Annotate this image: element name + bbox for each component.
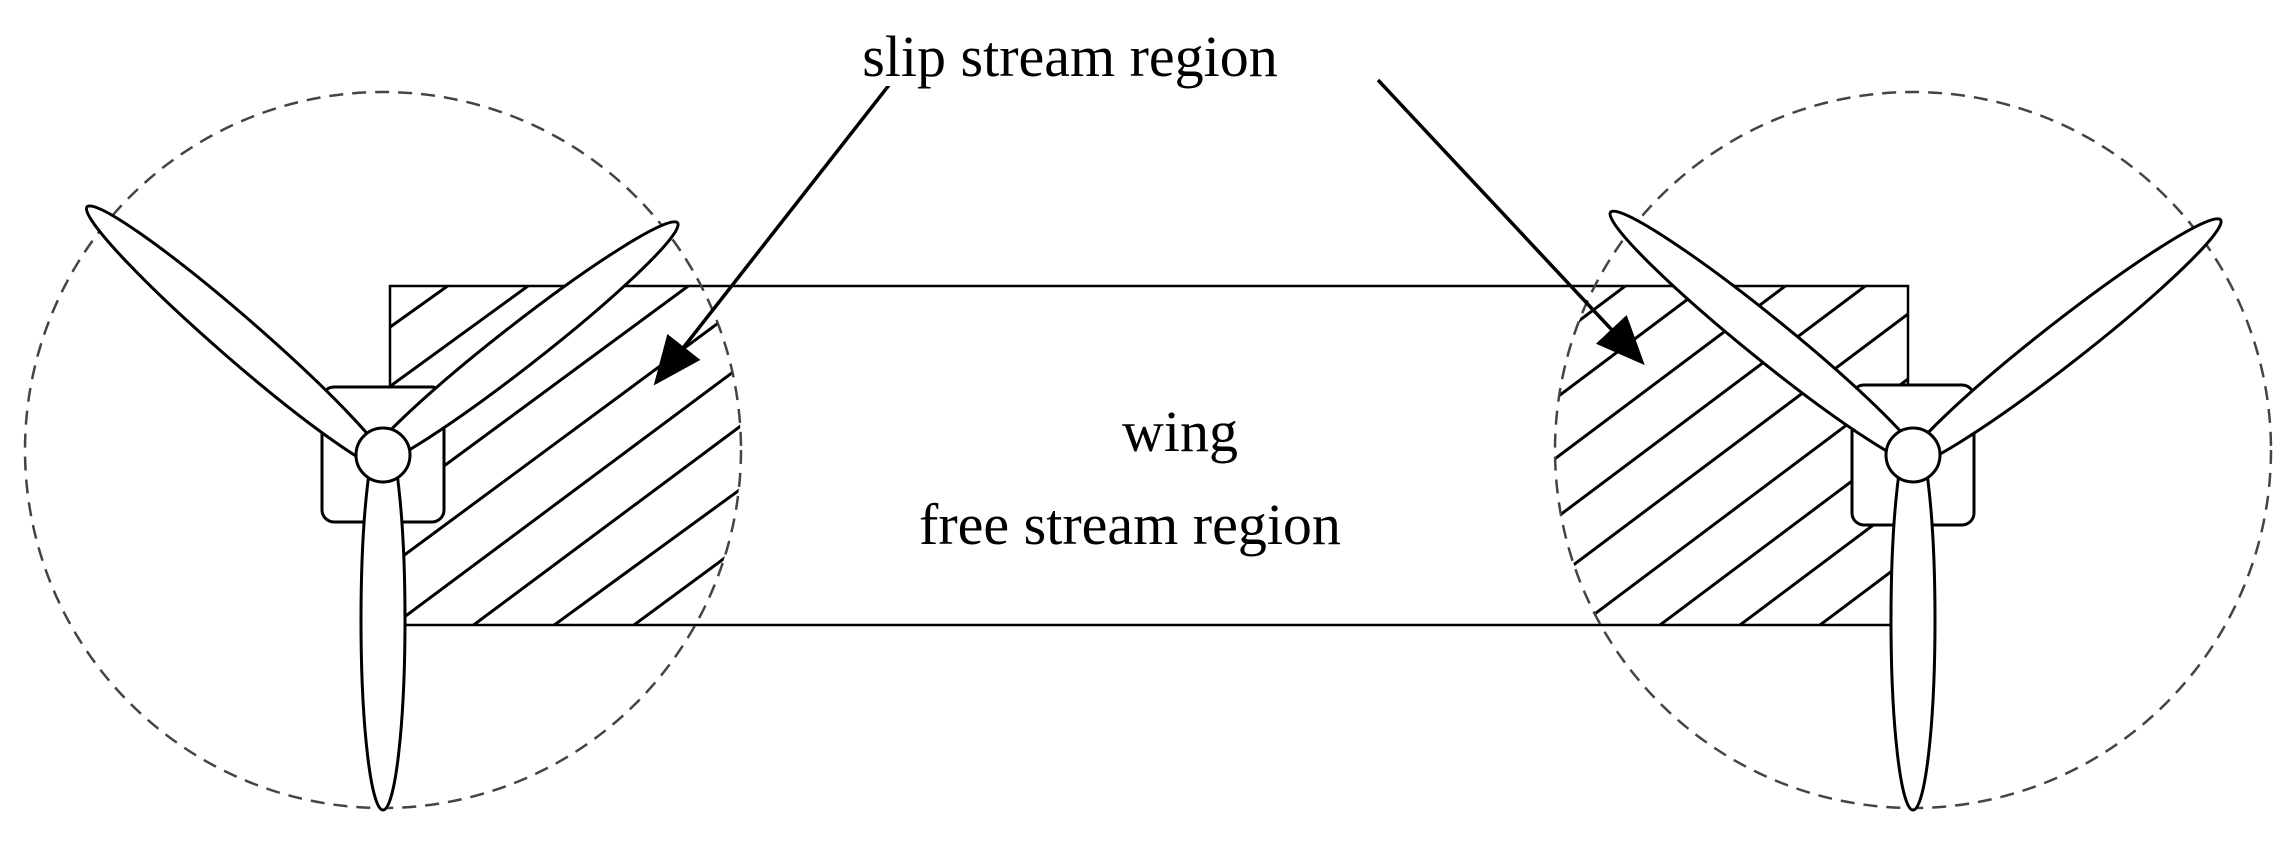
right-blade-upper-right: [1903, 217, 2223, 469]
arrow-to-left-slip-stream: [653, 78, 895, 386]
slip-stream-region-label: slip stream region: [0, 28, 2295, 86]
right-blade-down: [1889, 428, 1937, 812]
right-hub: [1884, 426, 1942, 484]
slip-stream-region-text: slip stream region: [858, 28, 1282, 86]
left-propeller: [84, 204, 680, 812]
left-hub: [354, 426, 412, 484]
arrow-to-right-slip-stream: [1376, 78, 1645, 366]
wing-label: wing: [1122, 399, 1238, 464]
left-blade-down: [359, 428, 407, 812]
free-stream-region-label: free stream region: [919, 492, 1341, 557]
right-propeller: [1608, 209, 2223, 812]
left-blade-upper-left: [84, 204, 392, 472]
